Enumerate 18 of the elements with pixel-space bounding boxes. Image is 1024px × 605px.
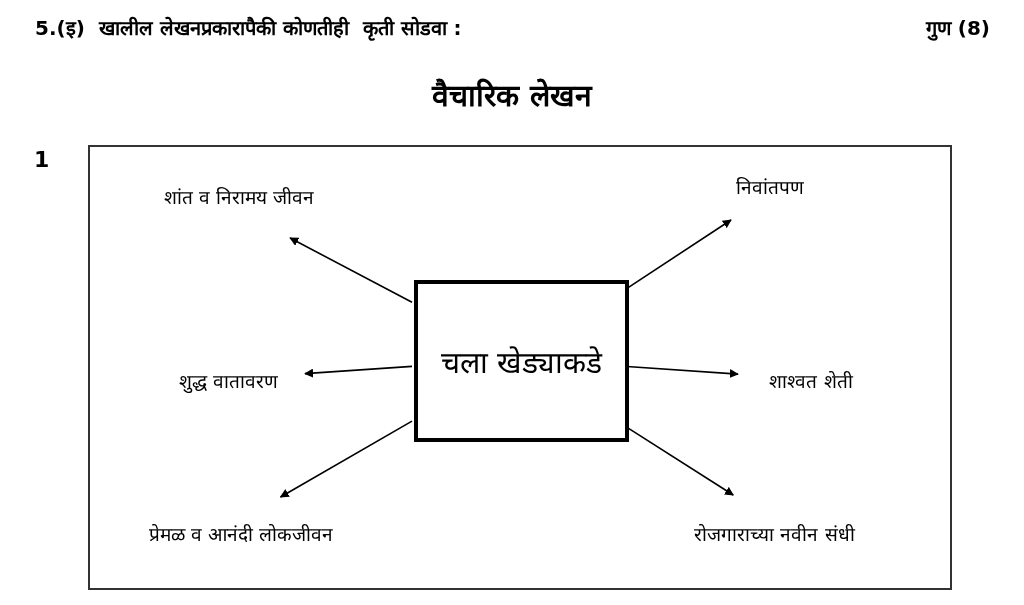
arrow [304,365,413,378]
idea-label: रोजगाराच्या नवीन संधी [662,497,887,547]
idea-label: प्रेमळ व आनंदी लोकजीवन [114,499,368,547]
arrow [626,426,734,496]
item-number: 1 [34,147,50,172]
idea-label: शांत व निरामय जीवन [130,184,348,240]
arrow [626,219,732,290]
idea-label: शाश्वत शेती [740,364,882,398]
idea-label: शुद्ध वातावरण [150,364,307,398]
arrow [289,237,413,304]
arrow [279,420,413,498]
question-heading: 5.(इ) खालील लेखनप्रकारापैकी कोणतीही कृती सोडवा : [35,15,462,41]
diagram-frame [88,145,952,590]
diagram-title: वैचारिक लेखन [430,77,594,115]
central-box: चला खेड्याकडे [414,280,629,442]
idea-label: निवांतपण [702,174,837,222]
marks-label: गुण (8) [925,15,990,41]
arrow [626,365,739,379]
